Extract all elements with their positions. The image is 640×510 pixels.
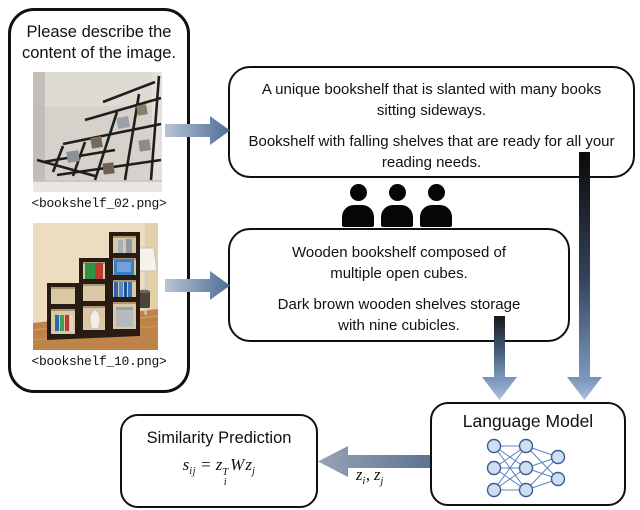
embed-separator: , bbox=[365, 465, 370, 484]
person-head bbox=[349, 184, 367, 201]
language-model-label: Language Model bbox=[462, 411, 594, 431]
caption-top-1: A unique bookshelf that is slanted with … bbox=[261, 81, 602, 120]
formula-z1-sup: T bbox=[222, 467, 229, 478]
bookshelf-10-image bbox=[33, 223, 158, 350]
person-icon bbox=[419, 184, 453, 227]
prompt-title-line1: Please describe the bbox=[26, 23, 172, 41]
language-model-box: Language Model bbox=[430, 402, 626, 506]
annotators-group bbox=[341, 184, 453, 227]
person-icon bbox=[341, 184, 375, 227]
prompt-title: Please describe the content of the image… bbox=[11, 22, 187, 64]
prompt-box: Please describe the content of the image… bbox=[8, 8, 190, 393]
caption-bubble-bottom: Wooden bookshelf composed of multiple op… bbox=[228, 228, 570, 342]
person-icon bbox=[380, 184, 414, 227]
person-head bbox=[427, 184, 445, 201]
person-body bbox=[342, 205, 374, 227]
arrowhead-down-left bbox=[482, 377, 517, 400]
caption-top-2: Bookshelf with falling shelves that are … bbox=[248, 132, 615, 171]
formula-s: s bbox=[182, 455, 190, 474]
similarity-title: Similarity Prediction bbox=[146, 429, 292, 447]
caption-bottom-2: Dark brown wooden shelves storage with n… bbox=[277, 295, 521, 334]
prompt-title-line2: content of the image. bbox=[21, 44, 177, 63]
formula-z2: z bbox=[245, 455, 252, 474]
formula-z1: z bbox=[215, 455, 223, 474]
neural-network-icon bbox=[486, 438, 566, 498]
person-body bbox=[381, 205, 413, 227]
formula-s-sub: ij bbox=[189, 466, 197, 477]
embed-z1-sub: i bbox=[362, 476, 366, 487]
bookshelf-10-caption: <bookshelf_10.png> bbox=[31, 354, 167, 369]
formula-equals: = bbox=[201, 455, 211, 474]
bookshelf-02-caption: <bookshelf_02.png> bbox=[31, 196, 167, 211]
embed-z2-sub: j bbox=[380, 476, 384, 487]
caption-bottom-1: Wooden bookshelf composed of multiple op… bbox=[291, 244, 507, 283]
embedding-vectors-label: zi,zj bbox=[356, 465, 384, 487]
caption-bubble-top: A unique bookshelf that is slanted with … bbox=[228, 66, 635, 178]
person-head bbox=[388, 184, 406, 201]
formula-weight: W bbox=[230, 455, 245, 474]
bookshelf-02-image bbox=[33, 72, 162, 192]
formula-z1-sub: i bbox=[223, 476, 227, 488]
person-body bbox=[420, 205, 452, 227]
arrow-down-from-top-bubble bbox=[579, 152, 590, 378]
formula-z2-sub: j bbox=[251, 466, 256, 477]
arrowhead-down-right bbox=[567, 377, 602, 400]
